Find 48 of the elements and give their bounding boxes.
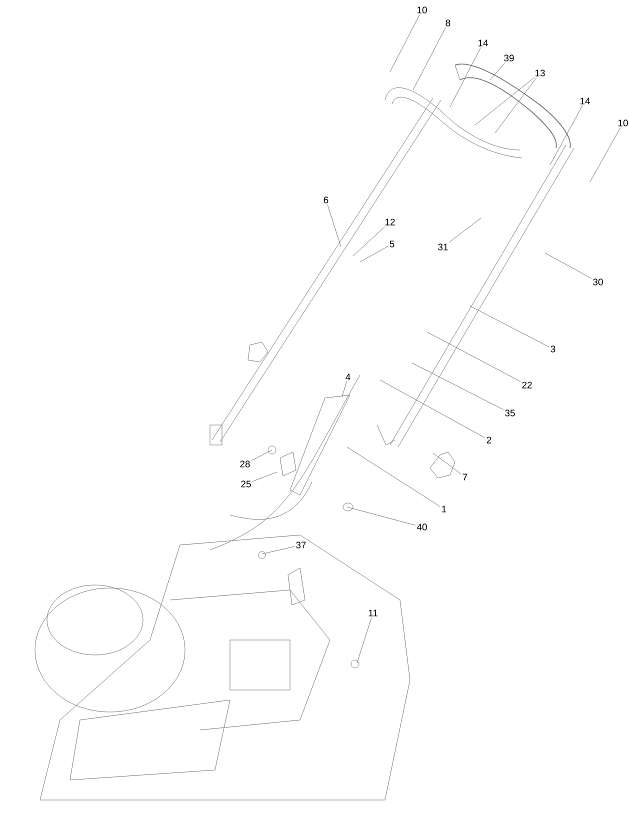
callout-number: 2 <box>486 436 492 444</box>
leader-line <box>346 506 416 526</box>
callout-number: 6 <box>324 196 328 204</box>
callout-number: 39 <box>504 54 514 62</box>
callout-number: 22 <box>522 382 532 388</box>
leader-line <box>251 450 272 461</box>
leader-line <box>356 617 372 664</box>
callout-number: 5 <box>390 240 394 248</box>
leader-line <box>494 77 537 134</box>
callout-number: 13 <box>535 70 545 76</box>
callout-number: 37 <box>296 542 306 548</box>
leader-line <box>412 27 446 90</box>
leader-line <box>327 204 342 248</box>
callout-number: 3 <box>550 346 556 352</box>
callout-number: 40 <box>416 524 427 530</box>
leader-line <box>262 546 295 554</box>
callout-number: 14 <box>580 98 590 104</box>
callout-number: 1 <box>442 506 446 512</box>
leader-line <box>450 47 481 108</box>
leader-line <box>342 381 347 398</box>
callout-number: 31 <box>438 244 448 250</box>
callout-number: 7 <box>462 474 468 480</box>
callout-number: 4 <box>346 374 350 380</box>
leader-line <box>426 332 521 382</box>
callout-number: 14 <box>478 40 488 46</box>
leader-line <box>352 226 386 256</box>
callout-number: 35 <box>505 410 515 416</box>
callout-number: 10 <box>618 120 628 126</box>
leader-line <box>346 446 440 507</box>
leader-line <box>470 306 550 348</box>
leader-line <box>590 127 621 182</box>
leader-line <box>550 105 583 166</box>
callout-number: 12 <box>385 218 395 226</box>
leader-line <box>448 218 482 243</box>
leader-line <box>412 362 504 410</box>
leader-line <box>390 14 420 72</box>
leader-line <box>490 62 506 80</box>
leader-line <box>474 77 534 126</box>
callout-number: 28 <box>240 460 250 468</box>
leader-line <box>380 380 486 438</box>
leader-line <box>252 472 278 482</box>
callout-number: 30 <box>593 278 603 286</box>
callout-number: 11 <box>368 610 378 616</box>
leader-line <box>360 246 388 262</box>
callout-number: 10 <box>417 6 427 14</box>
callout-number: 25 <box>241 480 251 488</box>
callout-number: 8 <box>446 20 450 26</box>
leader-line <box>544 252 592 279</box>
